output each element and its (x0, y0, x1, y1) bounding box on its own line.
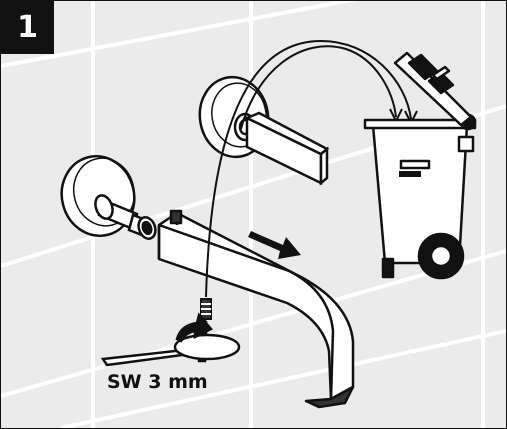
removed-sleeve (243, 111, 330, 186)
step-number-badge: 1 (1, 1, 54, 54)
threaded-connector (94, 194, 157, 240)
rotate-arrow-icon (173, 312, 241, 361)
trash-bin-icon (363, 51, 477, 280)
move-arrow-icon (248, 231, 301, 259)
removal-arrows (205, 39, 418, 298)
tool-size-label: SW 3 mm (107, 371, 208, 393)
